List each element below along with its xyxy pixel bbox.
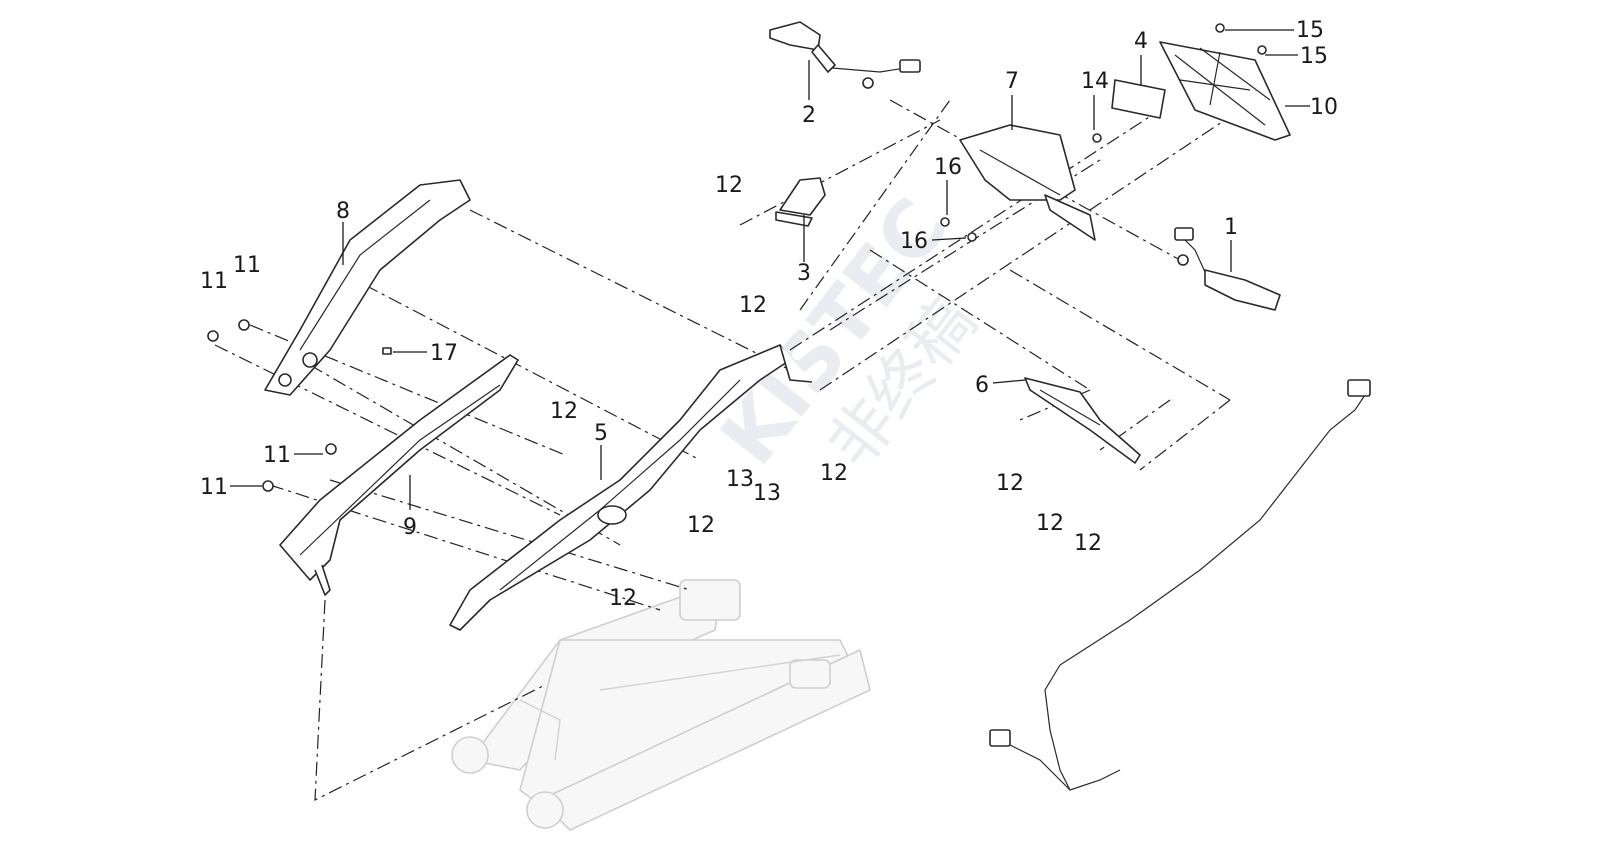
part-4-reflector bbox=[1111, 79, 1166, 119]
callout-11-b: 11 bbox=[233, 253, 261, 278]
callout-12-e: 12 bbox=[687, 513, 715, 538]
clip-17-icon bbox=[382, 347, 392, 355]
callout-3: 3 bbox=[797, 261, 811, 286]
part-1-right-indicator bbox=[1174, 227, 1281, 311]
callout-1: 1 bbox=[1224, 215, 1238, 240]
callout-15-a: 15 bbox=[1296, 18, 1324, 43]
nut-16-icon bbox=[940, 217, 950, 227]
callout-6: 6 bbox=[975, 373, 989, 398]
callout-16-b: 16 bbox=[900, 229, 928, 254]
callout-12-d: 12 bbox=[820, 461, 848, 486]
callout-12-f: 12 bbox=[609, 586, 637, 611]
callout-12-h: 12 bbox=[1036, 511, 1064, 536]
screw-11-icon bbox=[207, 330, 219, 342]
callout-13-b: 13 bbox=[753, 481, 781, 506]
callout-12-c: 12 bbox=[550, 399, 578, 424]
assembly-lines bbox=[214, 99, 1241, 801]
callout-16-a: 16 bbox=[934, 155, 962, 180]
part-6-lower-bracket bbox=[1024, 377, 1141, 464]
screw-11-icon bbox=[238, 319, 250, 331]
callout-12-a: 12 bbox=[715, 173, 743, 198]
screw-11-icon bbox=[325, 443, 337, 455]
callout-11-c: 11 bbox=[263, 443, 291, 468]
callout-17: 17 bbox=[430, 341, 458, 366]
part-2-left-indicator bbox=[769, 21, 921, 89]
part-8-upper-cover bbox=[264, 179, 471, 396]
leader-lines bbox=[230, 29, 1310, 510]
callout-5: 5 bbox=[594, 421, 608, 446]
part-10-plate-holder bbox=[1159, 41, 1291, 141]
callout-13-a: 13 bbox=[726, 467, 754, 492]
wiring-harness bbox=[989, 379, 1371, 791]
callout-4: 4 bbox=[1134, 29, 1148, 54]
swingarm-ghost bbox=[451, 579, 871, 831]
part-3-clamp bbox=[775, 177, 826, 227]
callout-12-g: 12 bbox=[996, 471, 1024, 496]
part-7-plate-bracket bbox=[959, 124, 1096, 241]
callout-10: 10 bbox=[1310, 95, 1338, 120]
callout-12-i: 12 bbox=[1074, 531, 1102, 556]
screw-15-icon bbox=[1215, 23, 1225, 33]
fasteners bbox=[207, 23, 1267, 492]
nut-16-icon bbox=[967, 232, 977, 242]
screw-11-icon bbox=[262, 480, 274, 492]
callout-7: 7 bbox=[1005, 69, 1019, 94]
callout-11-d: 11 bbox=[200, 475, 228, 500]
nut-14-icon bbox=[1092, 133, 1102, 143]
part-5-subframe bbox=[449, 344, 813, 631]
screw-15-icon bbox=[1257, 45, 1267, 55]
callout-14: 14 bbox=[1081, 69, 1109, 94]
callouts: 1 2 3 4 5 6 7 8 9 10 11 11 11 11 12 12 1… bbox=[200, 18, 1338, 611]
callout-12-b: 12 bbox=[739, 293, 767, 318]
callout-2: 2 bbox=[802, 103, 816, 128]
callout-8: 8 bbox=[336, 199, 350, 224]
callout-11-a: 11 bbox=[200, 269, 228, 294]
part-9-chain-guard bbox=[279, 354, 519, 596]
callout-15-b: 15 bbox=[1300, 44, 1328, 69]
callout-9: 9 bbox=[403, 515, 417, 540]
